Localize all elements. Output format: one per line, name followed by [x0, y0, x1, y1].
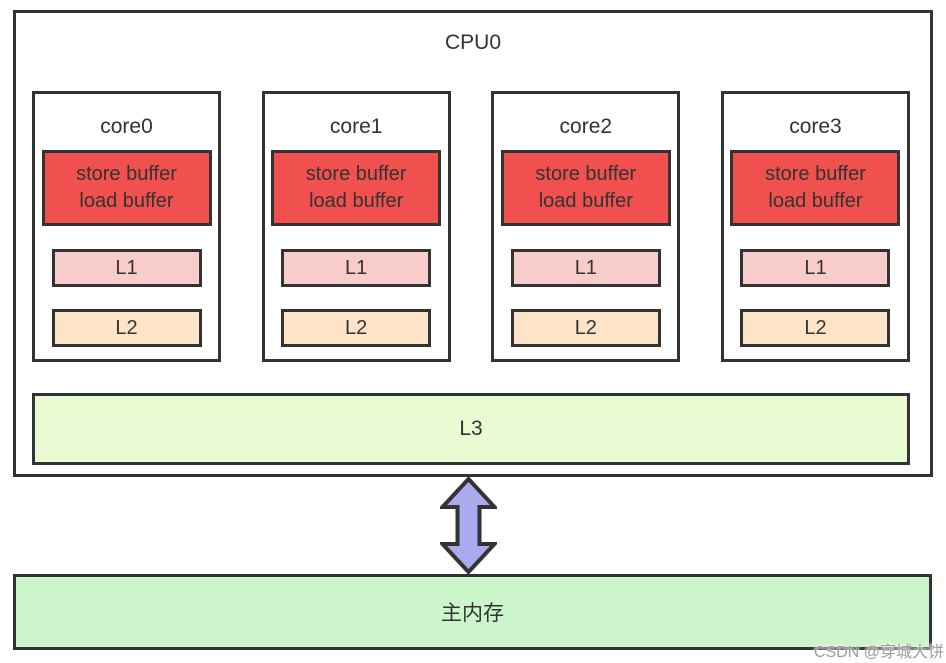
- l1-cache-box: L1: [510, 249, 661, 288]
- store-load-buffer-box: store buffer load buffer: [271, 150, 442, 227]
- core-label: core2: [559, 115, 613, 138]
- load-buffer-label: load buffer: [309, 190, 404, 213]
- cores-row: core0 store buffer load buffer L1 L2 cor…: [32, 91, 910, 362]
- load-buffer-label: load buffer: [538, 190, 633, 213]
- l1-cache-box: L1: [740, 249, 891, 288]
- cpu0-box: CPU0 core0 store buffer load buffer L1 L…: [13, 10, 933, 477]
- store-buffer-label: store buffer: [76, 163, 177, 186]
- store-load-buffer-box: store buffer load buffer: [500, 150, 671, 227]
- core-label: core3: [789, 115, 842, 138]
- bidirectional-arrow-icon: [440, 477, 497, 574]
- store-buffer-label: store buffer: [765, 163, 866, 186]
- core-box-core2: core2 store buffer load buffer L1 L2: [491, 91, 681, 362]
- core-box-core1: core1 store buffer load buffer L1 L2: [261, 91, 451, 362]
- core-box-core3: core3 store buffer load buffer L1 L2: [720, 91, 910, 362]
- store-buffer-label: store buffer: [305, 163, 407, 186]
- core-label: core0: [100, 115, 153, 138]
- store-load-buffer-box: store buffer load buffer: [41, 150, 212, 227]
- store-buffer-label: store buffer: [535, 163, 637, 186]
- load-buffer-label: load buffer: [768, 190, 863, 213]
- l1-cache-box: L1: [281, 249, 432, 288]
- l2-cache-box: L2: [510, 309, 661, 348]
- l3-cache-bar: L3: [32, 393, 910, 465]
- l2-cache-box: L2: [51, 309, 202, 348]
- l2-cache-box: L2: [740, 309, 891, 348]
- main-memory-box: 主内存: [13, 574, 932, 650]
- core-label: core1: [329, 115, 383, 138]
- store-load-buffer-box: store buffer load buffer: [730, 150, 901, 227]
- cpu-label: CPU0: [444, 31, 502, 54]
- watermark: CSDN @穿城大饼: [813, 644, 944, 661]
- l1-cache-box: L1: [51, 249, 202, 288]
- core-box-core0: core0 store buffer load buffer L1 L2: [32, 91, 221, 362]
- load-buffer-label: load buffer: [79, 190, 174, 213]
- l2-cache-box: L2: [281, 309, 432, 348]
